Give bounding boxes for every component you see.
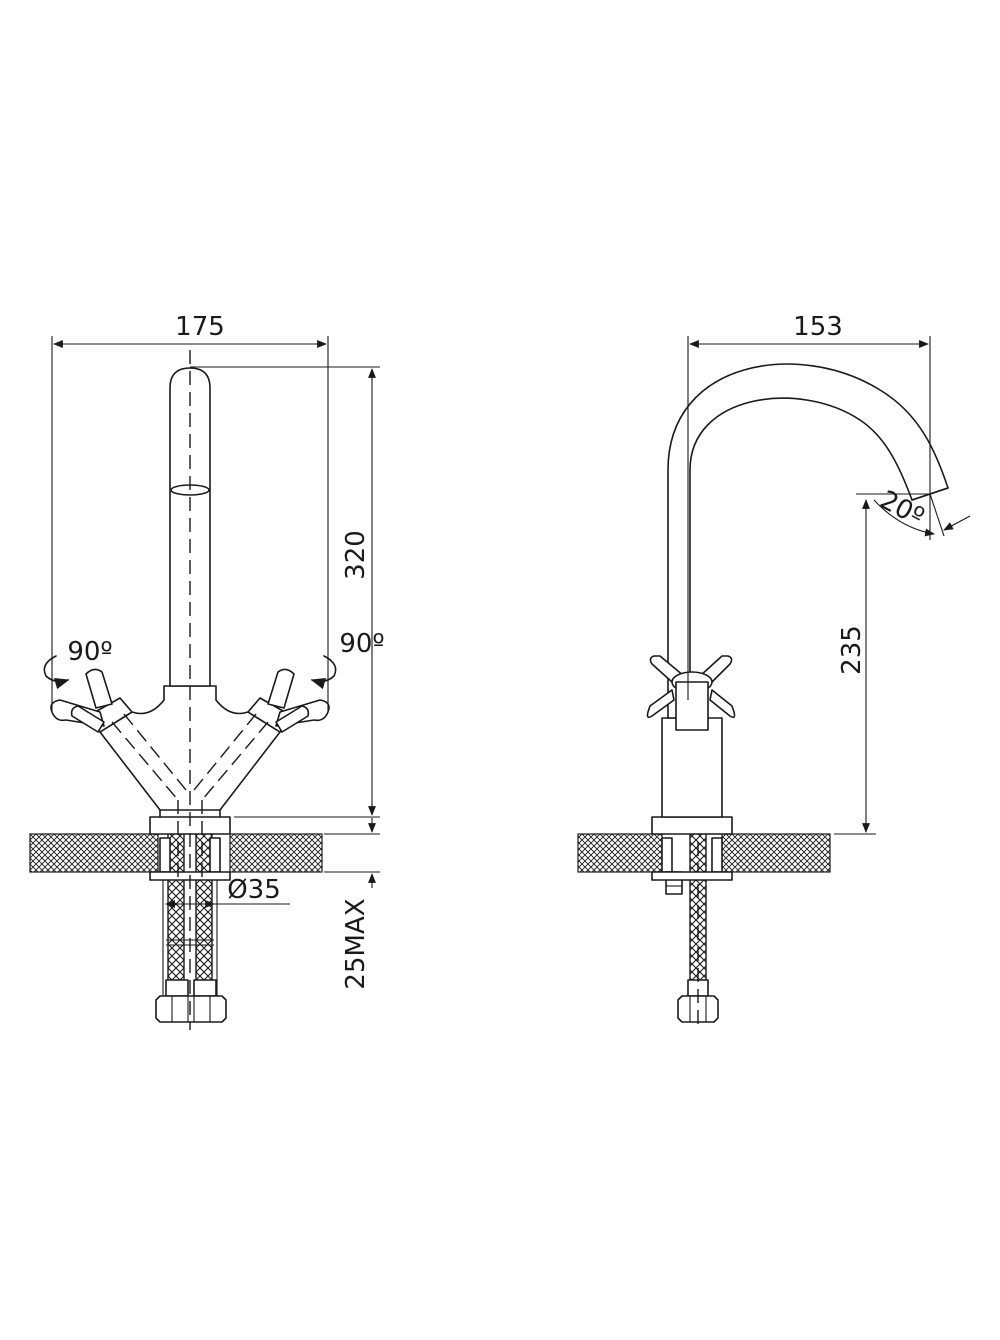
front-right-handle bbox=[247, 668, 330, 733]
spout-height-label: 235 bbox=[837, 625, 867, 675]
side-view: 153 20º 235 bbox=[577, 312, 971, 1030]
side-column bbox=[661, 717, 723, 818]
front-hidden-channels bbox=[111, 350, 269, 1030]
side-fixing-plate bbox=[651, 871, 733, 881]
side-reach-label: 153 bbox=[793, 312, 843, 342]
right-rotation-label: 90º bbox=[339, 629, 384, 659]
side-gooseneck-spout bbox=[667, 363, 949, 719]
front-hoses bbox=[155, 831, 227, 1023]
thickness-label: 25MAX bbox=[341, 898, 371, 989]
side-base-ring bbox=[651, 816, 733, 835]
front-rotation-arrows bbox=[43, 655, 337, 690]
side-height-dimension bbox=[834, 493, 932, 835]
side-cross-handle bbox=[646, 655, 736, 731]
front-thickness-dimension bbox=[324, 818, 380, 888]
left-rotation-label: 90º bbox=[67, 637, 112, 667]
side-countertop bbox=[577, 833, 831, 873]
front-left-handle bbox=[50, 668, 133, 733]
front-width-label: 175 bbox=[175, 312, 225, 342]
front-countertop bbox=[29, 833, 323, 873]
front-view: 175 320 90º 90º Ø35 25MAX bbox=[29, 312, 385, 1030]
side-angle-dimension bbox=[873, 493, 971, 537]
side-reach-dimension bbox=[687, 336, 931, 700]
front-height-dimension bbox=[190, 366, 380, 818]
front-height-label: 320 bbox=[341, 530, 371, 580]
front-width-dimension bbox=[51, 336, 329, 712]
hole-diameter-label: Ø35 bbox=[227, 875, 281, 905]
